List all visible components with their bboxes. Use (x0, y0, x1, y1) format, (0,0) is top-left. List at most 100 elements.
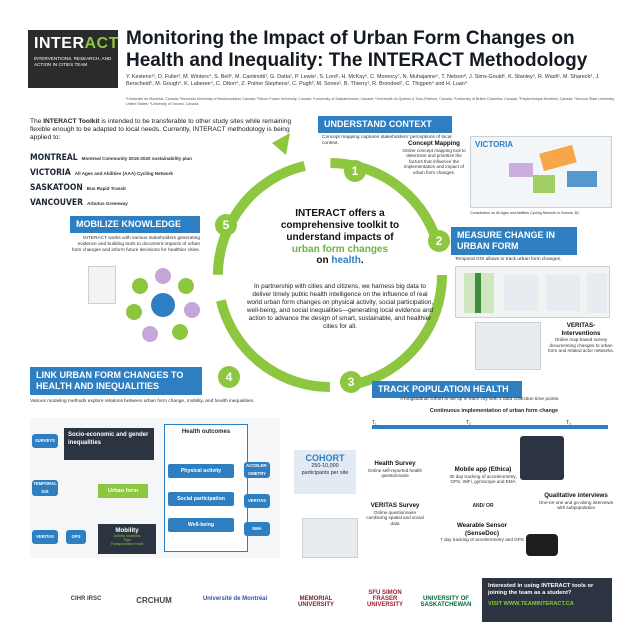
center-line-3a: on (316, 255, 332, 266)
timeline-bar (372, 425, 608, 429)
timeline-t2: T₂ (466, 420, 471, 426)
wearable-sensor-text: 7 day tracking of accelerometry and GPS (440, 537, 524, 542)
cycle-diagram (213, 133, 447, 392)
health-survey-box: Health Survey Online self-reported healt… (364, 460, 426, 479)
temporal-gis-figure (455, 266, 610, 318)
measure-text: Temporal GIS allows to track urban form … (455, 257, 562, 262)
ema-source: EMA (244, 522, 270, 536)
gis-map-panel (546, 275, 580, 311)
report-cover (88, 266, 116, 304)
sponsor-sfu: SFU SIMON FRASER UNIVERSITY (366, 590, 403, 608)
veritas-survey-box: VERITAS Survey Online questionnaire comb… (364, 502, 426, 526)
sponsor-udem: Université de Montréal (202, 596, 268, 602)
logo-tagline: Interventions, Research, and Action in C… (34, 56, 112, 67)
city-name: MONTREAL (30, 153, 78, 163)
wearable-sensor-box: Wearable Sensor (SenseDoc) 7 day trackin… (440, 522, 524, 543)
health-outcomes-title: Health outcomes (181, 429, 231, 435)
mobilize-text: INTERACT works with various stakeholders… (71, 236, 200, 253)
sponsor-memorial: MEMORIAL UNIVERSITY (297, 596, 334, 608)
health-outcomes-box: Health outcomes (164, 424, 248, 552)
hexagon-network (120, 264, 206, 346)
mobile-app-text: 30 day tracking of accelerometry, GPS, W… (449, 473, 517, 485)
center-period: . (360, 255, 364, 266)
and-or-label: AND/ OR (472, 503, 494, 509)
cycle-ring (213, 158, 447, 392)
veritas-survey-title: VERITAS Survey (370, 502, 420, 509)
track-text: A longitudinal cohort is set up in each … (400, 397, 560, 402)
track-heading: TRACK POPULATION HEALTH (372, 381, 522, 398)
measure-heading: MEASURE CHANGE IN URBAN FORM (451, 227, 577, 255)
mobility-sub: Activity locations Trips Transportation … (110, 534, 144, 547)
city-desc: Bus Rapid Transit (86, 186, 126, 191)
author-list: Y. Kestens¹², D. Fuller³, M. Winters⁴, S… (126, 74, 600, 87)
mobile-app-title: Mobile app (Ethica) (454, 466, 512, 473)
well-being-node: Well-being (168, 518, 234, 532)
step-4-badge: 4 (218, 366, 240, 388)
sponsor-cihr: CIHR IRSC (70, 596, 102, 602)
step-1-badge: 1 (344, 160, 366, 182)
gis-map-panel (504, 275, 538, 311)
intro-toolkit: INTERACT Toolkit (43, 118, 100, 125)
accelerometry-source: ACCELER-OMETRY (244, 462, 270, 478)
phone-image (520, 436, 564, 480)
city-desc: Arbutus Greenway (87, 201, 128, 206)
veritas-interventions-box: VERITAS-Interventions Online map-based s… (548, 322, 614, 354)
gis-map-panel (587, 273, 607, 313)
concept-mapping-title: Concept Mapping (408, 140, 460, 147)
veritas-map-screenshot (302, 518, 358, 558)
center-body: In partnership with cities and citizens,… (246, 283, 434, 330)
mobilize-heading: MOBILIZE KNOWLEDGE (70, 216, 200, 233)
wearable-sensor-title: Wearable Sensor (SenseDoc) (456, 522, 508, 537)
intro-text-c: is intended to be transferable to other … (30, 118, 292, 142)
logo-wordmark: INTERACT (34, 35, 118, 52)
health-survey-text: Online self-reported health questionnair… (367, 467, 423, 479)
interact-logo: INTERACT Interventions, Research, and Ac… (28, 30, 118, 88)
concept-mapping-box: Concept Mapping Online concept mapping t… (402, 140, 466, 175)
victoria-map-label: VICTORIA (475, 140, 514, 149)
veritas-screenshot (475, 322, 541, 370)
cta-website-link[interactable]: VISIT WWW.TEAMINTERACT.CA (488, 601, 574, 607)
center-health: health (331, 255, 361, 266)
intro-paragraph: The INTERACT Toolkit is intended to be t… (30, 118, 300, 143)
cta-question: Interested in using INTERACT tools or jo… (488, 583, 594, 596)
understand-text: Concept mapping captures stakeholders' p… (322, 135, 452, 146)
veritas-interventions-title: VERITAS-Interventions (561, 322, 601, 337)
center-line-2: urban form changes (291, 244, 389, 255)
mobility-box: Mobility Activity locations Trips Transp… (98, 524, 156, 554)
gis-route (475, 273, 481, 313)
sensedoc-image (526, 534, 558, 556)
cohort-box: COHORT 250-10,000 participants per site (294, 450, 356, 494)
step-5-badge: 5 (215, 214, 237, 236)
timeline-t1: T₁ (372, 420, 377, 426)
logo-word-a: INTER (34, 35, 85, 52)
timeline-label: Continuous implementation of urban form … (429, 408, 559, 414)
poster-title: Monitoring the Impact of Urban Form Chan… (126, 28, 588, 71)
gps-source: GPS (66, 530, 86, 544)
cycle-arrowhead (272, 133, 290, 155)
mobile-app-box: Mobile app (Ethica) 30 day tracking of a… (448, 466, 518, 485)
affiliations: ¹Université de Montréal, Canada; ²Memori… (126, 97, 615, 106)
link-text: Various modeling methods explore relatio… (30, 399, 255, 404)
city-name: VICTORIA (30, 168, 71, 178)
link-heading: LINK URBAN FORM CHANGES TO HEALTH AND IN… (30, 367, 202, 395)
city-desc: All Ages and Abilities (AAA) Cycling Net… (74, 171, 173, 176)
urban-form-node: Urban form (98, 484, 148, 498)
city-name: VANCOUVER (30, 198, 84, 208)
intro-text-a: The (30, 118, 44, 125)
step-3-badge: 3 (340, 371, 362, 393)
concept-mapping-text: Online concept mapping tool to determine… (402, 147, 466, 175)
concept-map-figure: VICTORIA (470, 136, 612, 208)
step-2-badge: 2 (428, 230, 450, 252)
sponsor-usask: UNIVERSITY OF SASKATCHEWAN (420, 596, 472, 608)
cluster-shape (509, 163, 533, 177)
cohort-sub: 250-10,000 participants per site (301, 463, 349, 476)
health-survey-title: Health Survey (374, 460, 416, 467)
center-statement: INTERACT offers a comprehensive toolkit … (262, 208, 418, 267)
qualitative-title: Qualitative interviews (544, 492, 608, 499)
qualitative-interviews-box: Qualitative interviews One-on-one and go… (538, 492, 614, 511)
cluster-shape (533, 175, 555, 193)
